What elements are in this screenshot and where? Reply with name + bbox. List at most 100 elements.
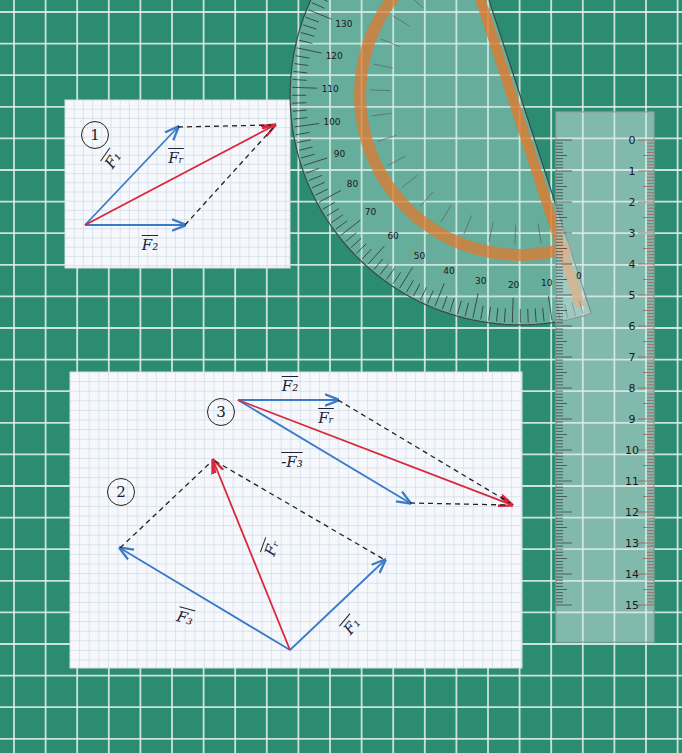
ruler-tick xyxy=(647,161,654,162)
ruler-tick xyxy=(556,471,563,472)
ruler-number: 2 xyxy=(629,196,636,209)
ruler-tick xyxy=(647,561,654,562)
ruler-tick xyxy=(556,388,572,389)
ruler-number: 5 xyxy=(629,289,636,302)
ruler-tick xyxy=(556,570,563,571)
ruler-tick xyxy=(647,220,654,221)
protractor-tick xyxy=(306,17,319,22)
ruler-tick xyxy=(647,322,654,323)
ruler-tick xyxy=(638,264,654,265)
paper-grid-line xyxy=(98,372,99,668)
paper-grid-line xyxy=(70,583,522,584)
vector-label: -F₃ xyxy=(281,453,303,471)
paper-grid-line xyxy=(233,372,234,668)
diagram-number: 2 xyxy=(116,483,126,501)
protractor-inner-tick xyxy=(514,225,516,245)
protractor-inner-tick xyxy=(378,135,397,141)
ruler-tick xyxy=(556,564,563,565)
ruler-tick xyxy=(647,208,654,209)
force-vector xyxy=(120,548,290,650)
ruler-number: 1 xyxy=(629,165,636,178)
ruler-tick xyxy=(556,481,572,482)
ruler-tick xyxy=(556,146,563,147)
resultant-vector xyxy=(213,460,290,650)
protractor xyxy=(290,0,591,325)
ruler-tick xyxy=(647,518,654,519)
ruler-tick xyxy=(647,260,654,261)
protractor-tick xyxy=(362,249,372,259)
ruler-tick xyxy=(556,375,563,376)
paper-sheet xyxy=(65,100,290,268)
ruler-tick xyxy=(556,217,567,218)
ruler-tick xyxy=(556,577,563,578)
protractor-tick xyxy=(299,147,313,150)
paper-grid-line xyxy=(502,372,503,668)
protractor-tick xyxy=(400,267,413,288)
ruler-tick xyxy=(643,434,654,435)
mat-grid-line xyxy=(677,0,679,753)
protractor-tick xyxy=(293,118,307,119)
ruler-tick xyxy=(556,254,563,255)
ruler-tick xyxy=(647,601,654,602)
ruler-tick xyxy=(647,456,654,457)
ruler-tick xyxy=(556,508,563,509)
ruler-tick xyxy=(647,353,654,354)
mat-grid-line xyxy=(45,0,47,753)
ruler-tick xyxy=(647,431,654,432)
paper-grid-line xyxy=(454,372,455,668)
ruler-tick xyxy=(643,558,654,559)
paper-grid-line xyxy=(70,410,522,411)
ruler-tick xyxy=(556,223,563,224)
ruler-tick xyxy=(647,577,654,578)
ruler-tick xyxy=(647,360,654,361)
protractor-number: 10 xyxy=(541,278,552,288)
ruler-tick xyxy=(556,552,563,553)
ruler-tick xyxy=(647,425,654,426)
ruler-tick xyxy=(647,344,654,345)
protractor-tick xyxy=(297,48,321,53)
paper-grid-line xyxy=(203,100,204,268)
ruler-tick xyxy=(556,555,563,556)
paper-grid-line xyxy=(70,573,522,574)
protractor-tick xyxy=(294,64,308,66)
paper-grid-line xyxy=(252,372,253,668)
ruler-number: 7 xyxy=(629,351,636,364)
construction-line xyxy=(120,462,211,548)
ruler-tick xyxy=(556,601,563,602)
ruler-tick xyxy=(556,229,563,230)
paper-grid-line xyxy=(175,100,176,268)
ruler-tick xyxy=(647,223,654,224)
protractor-tick xyxy=(315,0,328,1)
ruler-tick xyxy=(556,276,563,277)
ruler-tick xyxy=(556,505,563,506)
force-vector xyxy=(290,560,385,650)
ruler-tick xyxy=(556,335,563,336)
protractor-tick xyxy=(356,244,366,254)
paper-grid-line xyxy=(193,100,194,268)
ruler-number: 0 xyxy=(629,134,636,147)
paper-grid-line xyxy=(65,146,290,147)
protractor-tick xyxy=(293,79,307,81)
vector-label: F₂ xyxy=(282,377,298,395)
ruler-tick xyxy=(647,332,654,333)
ruler-tick xyxy=(556,220,563,221)
paper-grid-line xyxy=(444,372,445,668)
ruler-tick xyxy=(556,378,563,379)
diagram-number: 1 xyxy=(90,126,100,144)
ruler-body xyxy=(556,112,654,642)
ruler-tick xyxy=(647,409,654,410)
paper-grid-line xyxy=(120,100,121,268)
protractor-tick xyxy=(292,102,306,104)
ruler-tick xyxy=(638,481,654,482)
ruler-tick xyxy=(643,248,654,249)
ruler-tick xyxy=(647,595,654,596)
ruler-tick xyxy=(556,558,567,559)
ruler-tick xyxy=(647,499,654,500)
ruler-tick xyxy=(647,183,654,184)
paper-grid-line xyxy=(65,192,290,193)
vector-label: Fᵣ xyxy=(318,409,334,427)
ruler-tick xyxy=(647,580,654,581)
ruler-tick xyxy=(647,350,654,351)
paper-grid-line xyxy=(367,372,368,668)
ruler-tick xyxy=(638,574,654,575)
